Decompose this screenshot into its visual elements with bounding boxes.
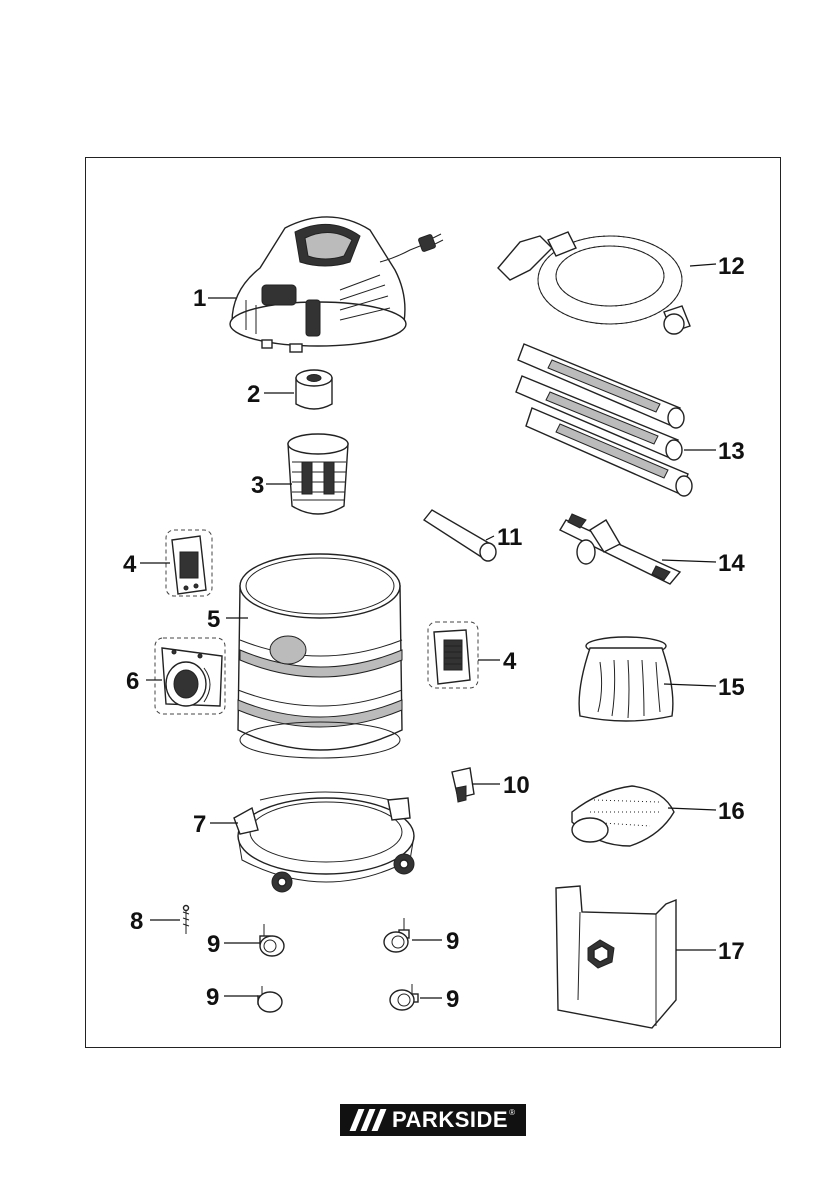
label-fine-dust-filter: 16 — [718, 798, 745, 825]
dust-bag-illustration — [556, 886, 676, 1028]
latch-left-illustration — [166, 530, 212, 596]
clip-illustration — [452, 768, 474, 802]
container-illustration — [238, 554, 402, 758]
label-fabric-filter-bag: 15 — [718, 674, 745, 701]
label-castor-4: 9 — [446, 986, 459, 1013]
label-suction-hose: 12 — [718, 253, 745, 280]
castor-3-illustration — [258, 986, 282, 1012]
castor-4-illustration — [390, 984, 418, 1010]
label-castor-1: 9 — [207, 931, 220, 958]
main-unit-illustration — [230, 217, 443, 352]
inlet-connector-illustration — [155, 638, 225, 714]
label-latch-left: 4 — [123, 551, 137, 578]
label-castor-2: 9 — [446, 928, 459, 955]
label-base-ring: 7 — [193, 811, 206, 838]
label-dust-bag: 17 — [718, 938, 745, 965]
label-foam-filter: 2 — [247, 381, 260, 408]
label-clip: 10 — [503, 772, 530, 799]
foam-filter-illustration — [296, 370, 332, 409]
triple-slash-logo-icon — [340, 1104, 392, 1136]
suction-hose-illustration — [498, 232, 690, 334]
castor-1-illustration — [260, 924, 284, 956]
label-inlet-connector: 6 — [126, 668, 139, 695]
label-screw: 8 — [130, 908, 143, 935]
latch-right-illustration — [428, 622, 478, 688]
fabric-filter-bag-illustration — [579, 637, 673, 721]
label-crevice-nozzle: 11 — [497, 524, 522, 551]
label-main-unit: 1 — [193, 285, 206, 312]
label-latch-right: 4 — [503, 648, 517, 675]
label-pleated-filter: 3 — [251, 472, 264, 499]
screw-illustration — [183, 906, 189, 935]
pleated-filter-illustration — [288, 434, 348, 514]
extension-tubes-illustration — [516, 344, 692, 496]
castor-2-illustration — [384, 918, 409, 952]
brand-name: PARKSIDE — [392, 1107, 508, 1133]
base-ring-illustration — [234, 792, 414, 892]
label-wet-dry-nozzle: 14 — [718, 550, 745, 577]
crevice-nozzle-illustration — [424, 510, 496, 561]
label-extension-tubes: 13 — [718, 438, 745, 465]
wet-dry-nozzle-illustration — [560, 514, 680, 584]
parkside-logo: PARKSIDE ® — [340, 1104, 526, 1136]
label-castor-3: 9 — [206, 984, 219, 1011]
fine-dust-filter-illustration — [572, 786, 674, 846]
registered-mark: ® — [509, 1108, 515, 1117]
label-container: 5 — [207, 606, 220, 633]
